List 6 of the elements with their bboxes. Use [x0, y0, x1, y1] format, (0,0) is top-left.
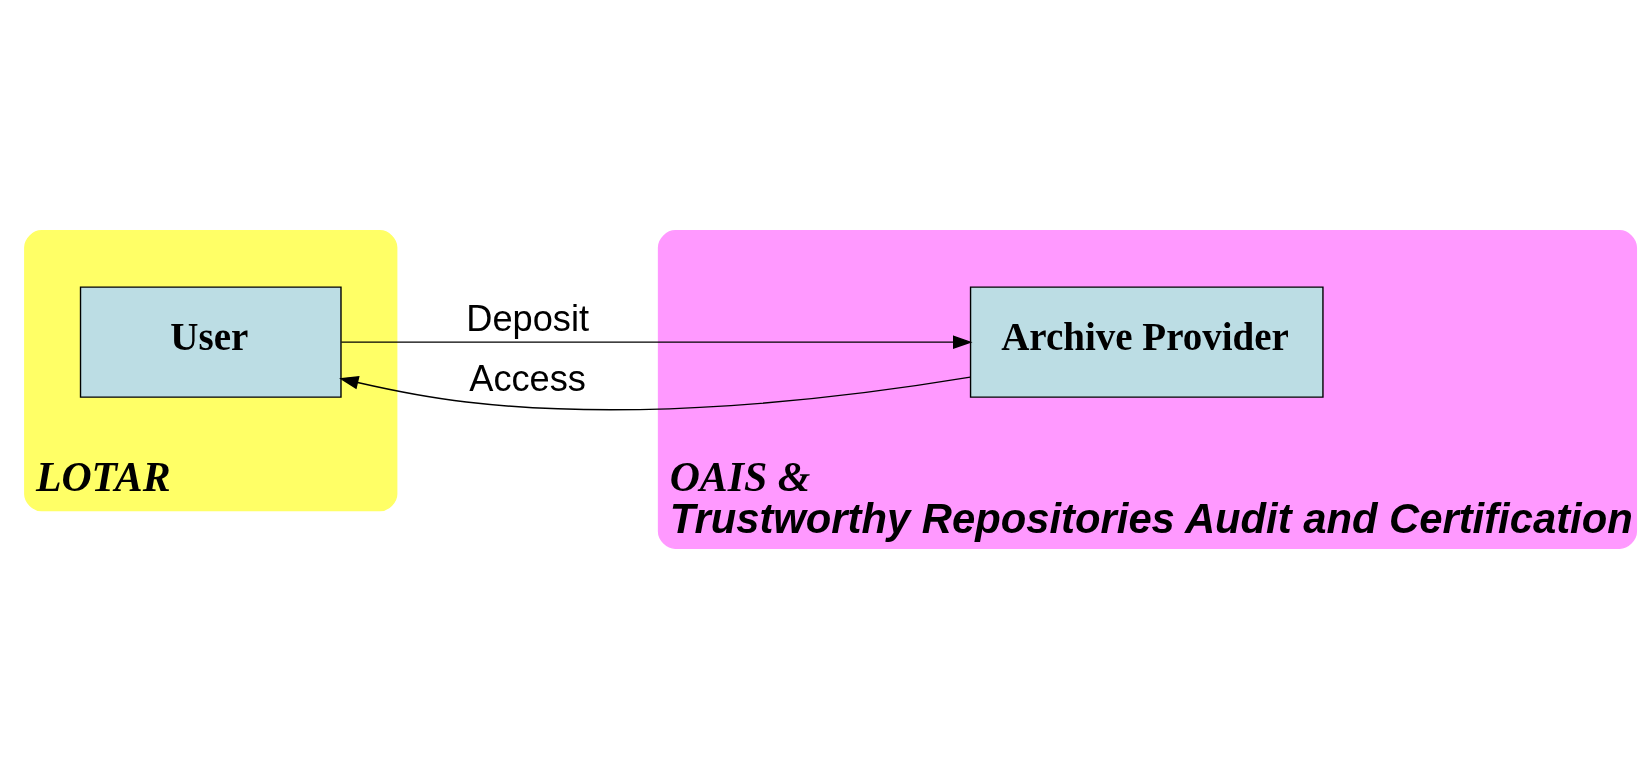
arrow [339, 375, 971, 411]
arrow [340, 335, 973, 349]
edge-label: Deposit [466, 297, 590, 339]
node-box: Archive Provider [969, 286, 1324, 398]
node-box: User [79, 286, 342, 398]
edge-label: Access [469, 357, 586, 399]
